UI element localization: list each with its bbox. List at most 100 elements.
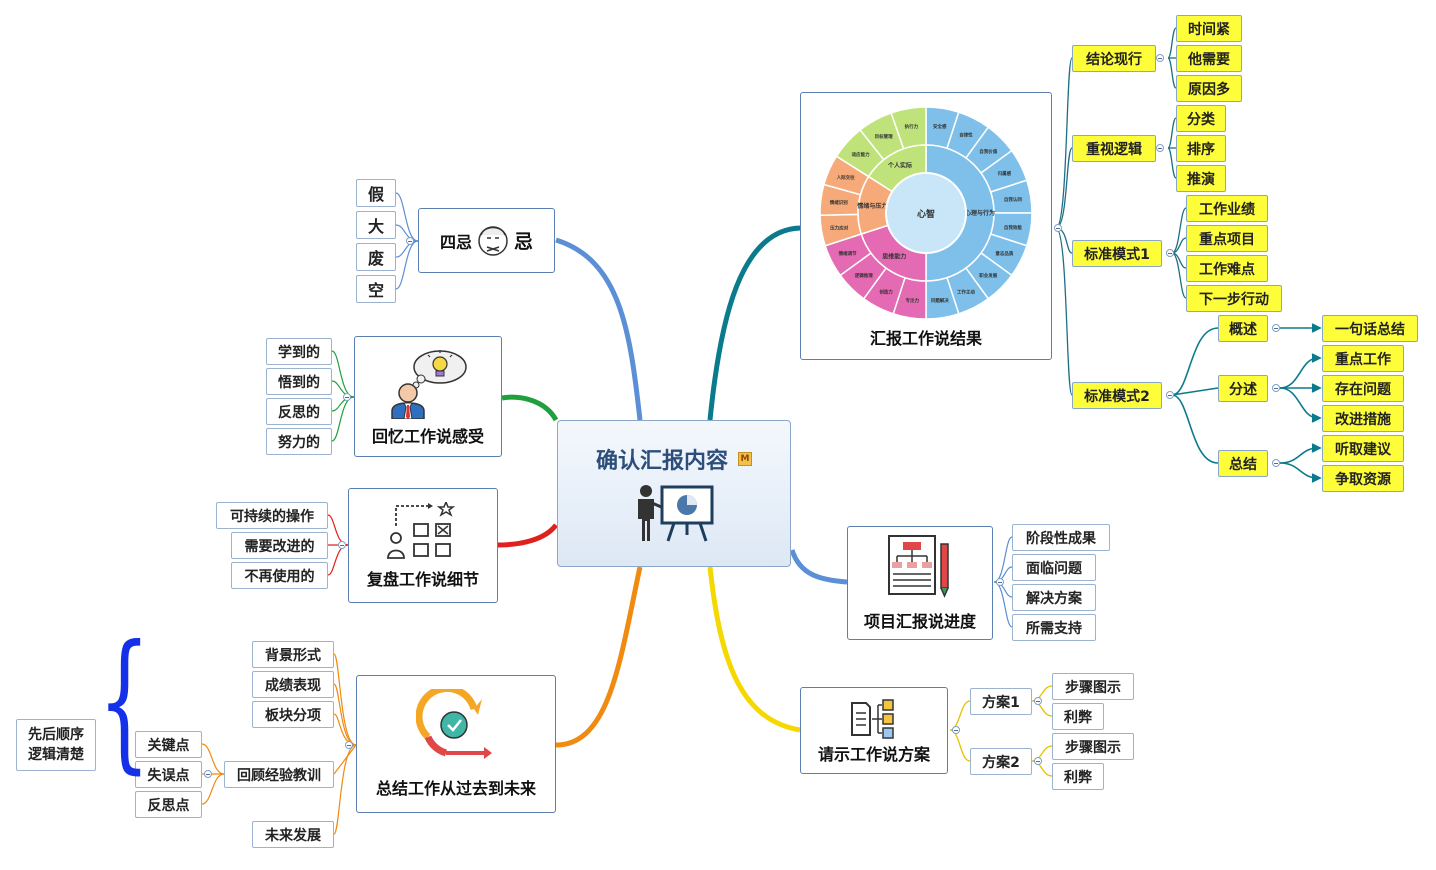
review-topic[interactable]: 复盘工作说细节 (348, 488, 498, 603)
branch-progress (789, 549, 848, 585)
taboo-item[interactable]: 假 (356, 179, 396, 207)
taboo-item[interactable]: 大 (356, 211, 396, 239)
result-leaf[interactable]: 分类 (1176, 105, 1226, 132)
review-item[interactable]: 可持续的操作 (216, 502, 328, 529)
review-item[interactable]: 不再使用的 (231, 562, 328, 589)
wheel-outer-label: 工作主动 (957, 288, 975, 295)
summary-item[interactable]: 成绩表现 (252, 671, 334, 698)
summary-item-lessons[interactable]: 回顾经验教训 (224, 761, 334, 788)
result-item-logic[interactable]: 重视逻辑 (1072, 135, 1156, 162)
wheel-outer-label: 问题解决 (931, 297, 949, 304)
collapse-toggle[interactable] (406, 237, 414, 245)
mode2-detail[interactable]: 分述 (1218, 375, 1268, 402)
branch-four-taboo (555, 237, 643, 421)
summary-topic[interactable]: 总结工作从过去到未来 (356, 675, 556, 813)
result-leaf[interactable]: 重点项目 (1186, 225, 1268, 252)
recall-item[interactable]: 反思的 (266, 398, 332, 425)
plan-leaf[interactable]: 利弊 (1052, 703, 1104, 730)
lesson-item[interactable]: 反思点 (135, 791, 202, 818)
collapse-toggle[interactable] (1272, 324, 1280, 332)
collapse-toggle[interactable] (1166, 249, 1174, 257)
mode2-leaf[interactable]: 存在问题 (1322, 375, 1404, 402)
plan-leaf[interactable]: 利弊 (1052, 763, 1104, 790)
progress-item[interactable]: 面临问题 (1012, 554, 1096, 581)
wheel-outer-label: 情绪调节 (838, 250, 857, 257)
plan-option[interactable]: 方案2 (970, 748, 1032, 775)
collapse-toggle[interactable] (1054, 224, 1062, 232)
collapse-toggle[interactable] (1166, 391, 1174, 399)
mode2-leaf[interactable]: 一句话总结 (1322, 315, 1418, 342)
silent-face-icon (478, 225, 508, 256)
plan-leaf[interactable]: 步骤图示 (1052, 673, 1134, 700)
progress-item[interactable]: 阶段性成果 (1012, 524, 1110, 551)
collapse-toggle[interactable] (952, 726, 960, 734)
plan-leaf[interactable]: 步骤图示 (1052, 733, 1134, 760)
wheel-outer-label: 自我认同 (1004, 196, 1022, 203)
mode2-summary[interactable]: 总结 (1218, 450, 1268, 477)
mode2-leaf[interactable]: 争取资源 (1322, 465, 1404, 492)
recall-item[interactable]: 努力的 (266, 428, 332, 455)
review-item[interactable]: 需要改进的 (231, 532, 328, 559)
wheel-inner-label: 思维能力 (882, 253, 906, 261)
cycle-check-icon (416, 689, 492, 759)
lesson-item[interactable]: 关键点 (135, 731, 202, 758)
collapse-toggle[interactable] (1272, 459, 1280, 467)
thinking-person-icon (391, 349, 467, 419)
taboo-item[interactable]: 空 (356, 275, 396, 303)
central-title: 确认汇报内容 (595, 448, 728, 474)
result-leaf[interactable]: 工作业绩 (1186, 195, 1268, 222)
wheel-outer-label: 意志品质 (995, 250, 1013, 257)
progress-topic[interactable]: 项目汇报说进度 (847, 526, 993, 640)
result-leaf[interactable]: 原因多 (1176, 75, 1242, 102)
mode2-overview[interactable]: 概述 (1218, 315, 1268, 342)
collapse-toggle[interactable] (345, 741, 353, 749)
plan-label: 请示工作说方案 (817, 744, 930, 764)
checklist-icon (851, 698, 894, 739)
progress-item[interactable]: 所需支持 (1012, 614, 1096, 641)
collapse-toggle[interactable] (1156, 54, 1164, 62)
lessons-note[interactable]: 先后顺序 逻辑清楚 (16, 719, 96, 771)
collapse-toggle[interactable] (1034, 757, 1042, 765)
collapse-toggle[interactable] (1156, 144, 1164, 152)
summary-item[interactable]: 背景形式 (252, 641, 334, 668)
result-item-mode2[interactable]: 标准模式2 (1072, 382, 1162, 409)
summary-label: 总结工作从过去到未来 (375, 779, 536, 798)
report-result-topic[interactable]: 安全感自律性自我价值归属感自我认同自我效能意志品质职业发展工作主动问题解决专注力… (800, 92, 1052, 360)
plan-topic[interactable]: 请示工作说方案 (800, 687, 948, 774)
mode2-leaf[interactable]: 改进措施 (1322, 405, 1404, 432)
wheel-outer-label: 专注力 (905, 297, 919, 304)
four-taboo-topic[interactable]: 四忌 忌 (418, 208, 555, 273)
progress-item[interactable]: 解决方案 (1012, 584, 1096, 611)
result-leaf[interactable]: 他需要 (1176, 45, 1242, 72)
collapse-toggle[interactable] (343, 393, 351, 401)
mode2-leaf[interactable]: 重点工作 (1322, 345, 1404, 372)
summary-item[interactable]: 板块分项 (252, 701, 334, 728)
collapse-toggle[interactable] (1034, 697, 1042, 705)
result-leaf[interactable]: 推演 (1176, 165, 1226, 192)
recall-label: 回忆工作说感受 (371, 426, 484, 446)
taboo-item[interactable]: 废 (356, 243, 396, 271)
branch-result (707, 225, 801, 421)
collapse-toggle[interactable] (204, 770, 212, 778)
summary-item[interactable]: 未来发展 (252, 821, 334, 848)
collapse-toggle[interactable] (996, 578, 1004, 586)
result-leaf[interactable]: 时间紧 (1176, 15, 1242, 42)
wheel-outer-label: 安全感 (933, 123, 947, 130)
result-item-conclusion[interactable]: 结论现行 (1072, 45, 1156, 72)
wheel-outer-label: 人际交往 (836, 174, 855, 181)
branch-recall (501, 394, 559, 422)
recall-item[interactable]: 学到的 (266, 338, 332, 365)
central-topic[interactable]: 确认汇报内容 M (557, 420, 791, 567)
result-item-mode1[interactable]: 标准模式1 (1072, 240, 1162, 267)
taboo-connectors (395, 192, 419, 290)
recall-item[interactable]: 悟到的 (266, 368, 332, 395)
recall-topic[interactable]: 回忆工作说感受 (354, 336, 502, 457)
lesson-item[interactable]: 失误点 (135, 761, 202, 788)
result-leaf[interactable]: 工作难点 (1186, 255, 1268, 282)
mode2-leaf[interactable]: 听取建议 (1322, 435, 1404, 462)
plan-option[interactable]: 方案1 (970, 688, 1032, 715)
collapse-toggle[interactable] (1272, 384, 1280, 392)
collapse-toggle[interactable] (338, 541, 346, 549)
result-leaf[interactable]: 下一步行动 (1186, 285, 1282, 312)
result-leaf[interactable]: 排序 (1176, 135, 1226, 162)
